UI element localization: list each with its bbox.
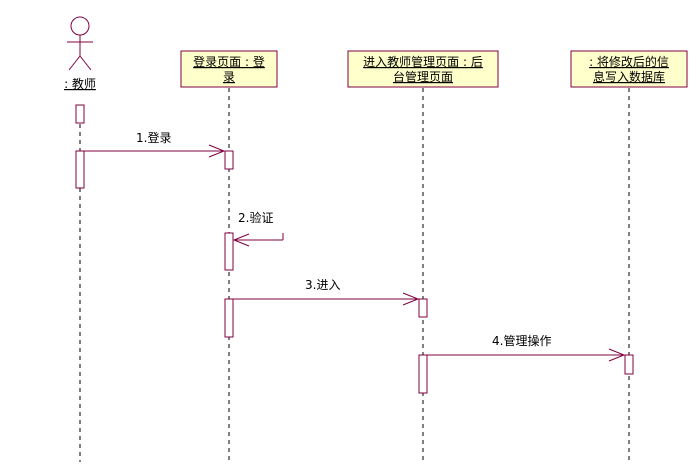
- activation-bars: [75, 104, 634, 394]
- arrowhead-icon: [402, 292, 420, 306]
- activation-login-1: [224, 150, 234, 170]
- object-label-line2: 录: [223, 70, 235, 84]
- object-label-line2: 台管理页面: [393, 69, 453, 84]
- arrowhead-icon: [608, 348, 626, 362]
- activation-teacher-start: [75, 104, 85, 124]
- arrowhead-icon: [232, 233, 250, 247]
- message-label: 4.管理操作: [492, 333, 551, 348]
- message-label: 2.验证: [238, 210, 273, 225]
- object-label-line1: 登录页面 : 登: [193, 54, 265, 69]
- message-label: 1.登录: [136, 130, 171, 145]
- object-box-teacher-admin-page: 进入教师管理页面 : 后 台管理页面: [347, 50, 499, 88]
- activation-login-2: [224, 232, 234, 271]
- message-3: 3.进入: [233, 278, 420, 306]
- actor-stick-figure-icon: [67, 16, 93, 71]
- object-label-line1: : 将修改后的信: [589, 54, 669, 69]
- object-box-login-page: 登录页面 : 登 录: [180, 50, 278, 88]
- activation-admin-2: [418, 354, 428, 394]
- object-box-database-writer: : 将修改后的信 息写入数据库: [570, 50, 688, 88]
- arrowhead-icon: [208, 144, 226, 158]
- activation-admin-1: [418, 298, 428, 318]
- object-label-line1: 进入教师管理页面 : 后: [363, 54, 483, 69]
- activation-teacher-1: [75, 150, 85, 189]
- actor-label: : 教师: [64, 76, 96, 91]
- message-label: 3.进入: [305, 278, 340, 292]
- message-2-self: 2.验证: [232, 210, 284, 247]
- activation-db-1: [624, 354, 634, 375]
- actor-teacher: : 教师: [64, 16, 96, 91]
- message-4: 4.管理操作: [427, 333, 626, 362]
- message-1: 1.登录: [84, 130, 226, 158]
- object-label-line2: 息写入数据库: [593, 69, 665, 84]
- activation-login-3: [224, 298, 234, 338]
